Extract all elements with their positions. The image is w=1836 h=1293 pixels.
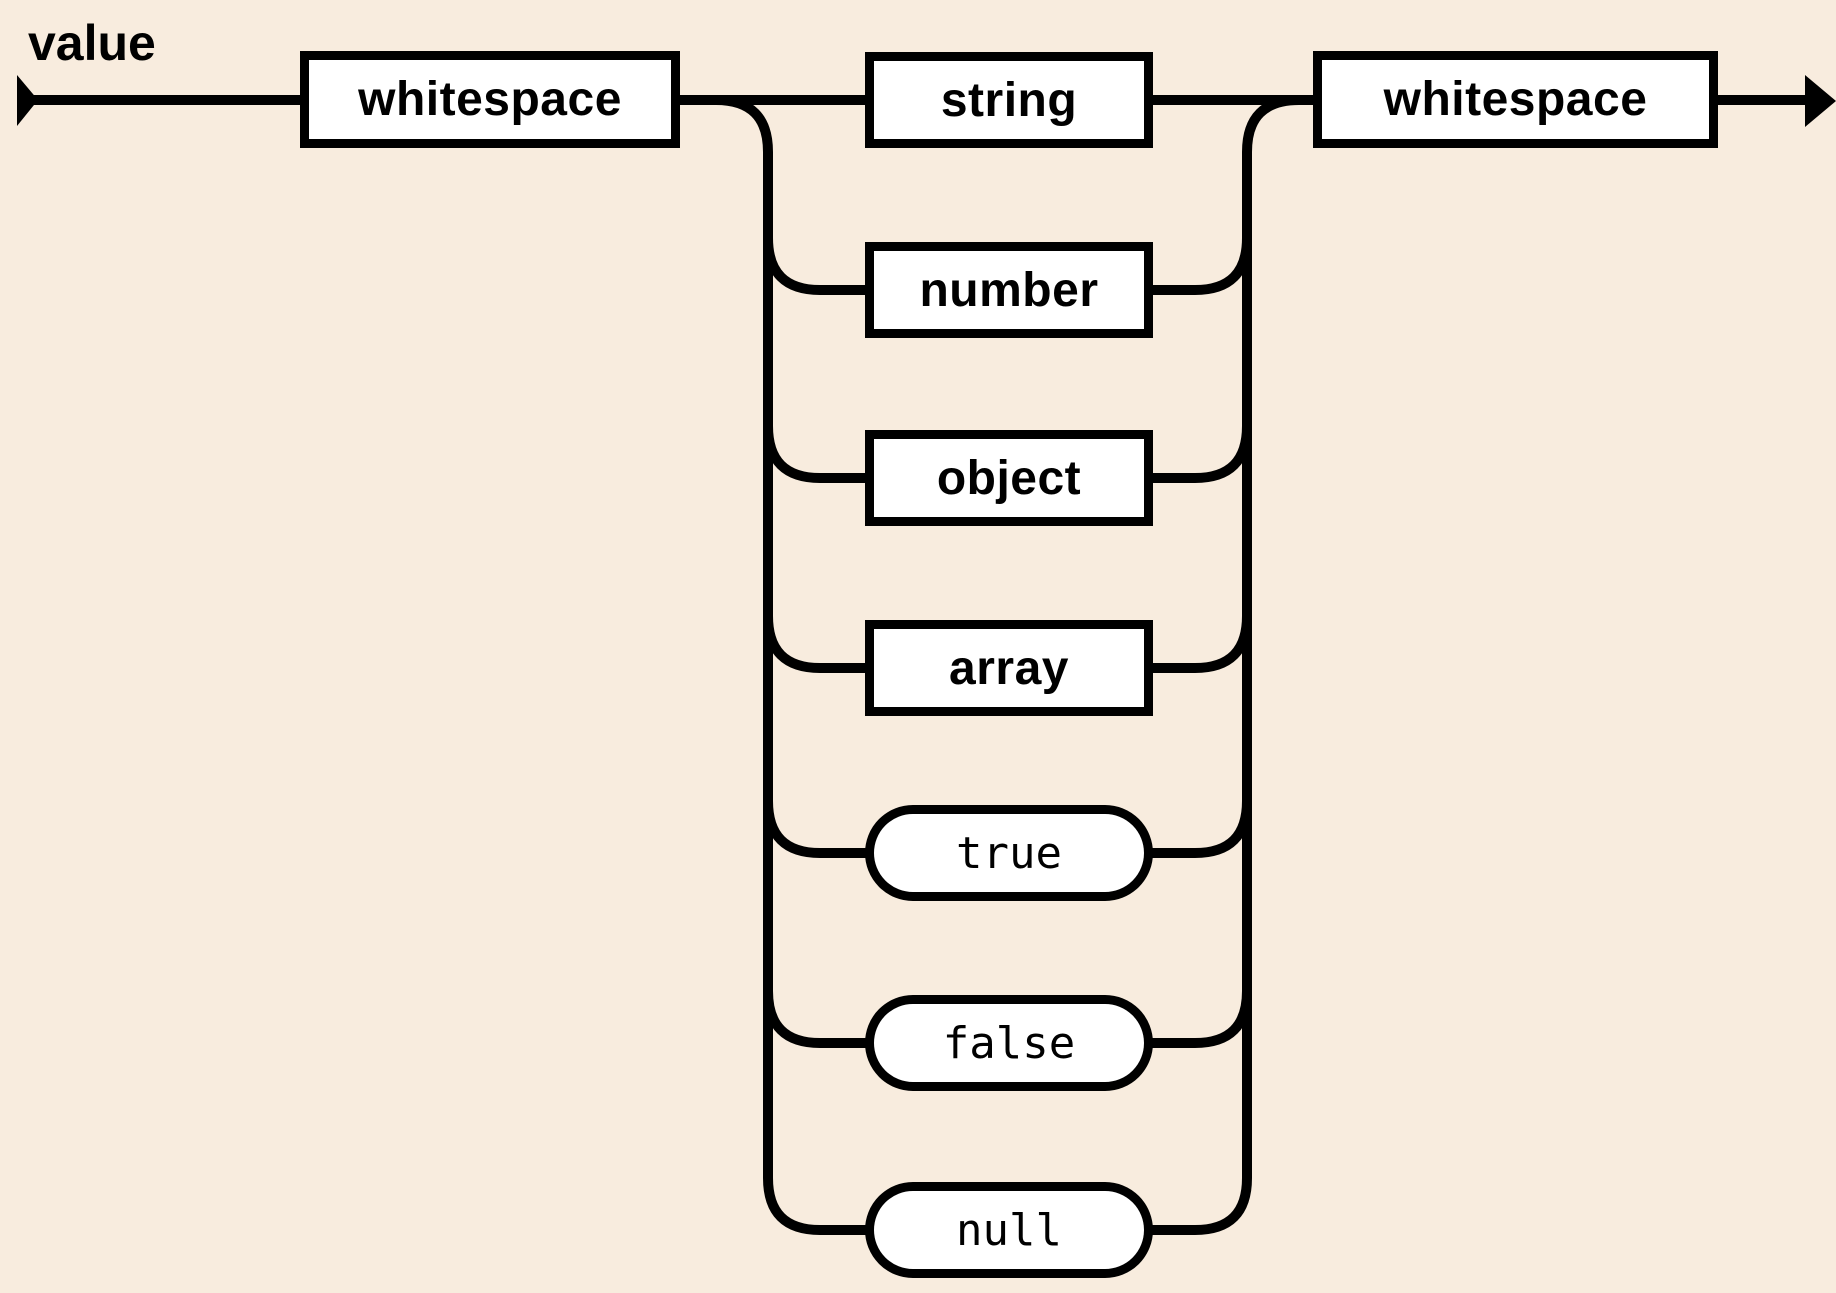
node-false: false [865,995,1153,1091]
node-whitespace-right: whitespace [1313,51,1718,148]
node-array-label: array [949,641,1069,695]
right-stub-array [1149,615,1252,673]
node-false-label: false [942,1017,1076,1069]
left-stub-array [763,615,869,673]
rule-name: value [28,15,156,71]
node-string: string [865,52,1153,148]
node-whitespace-left-label: whitespace [358,73,622,126]
node-number: number [865,242,1153,338]
node-string-label: string [940,73,1078,127]
node-array: array [865,620,1153,716]
node-object: object [865,430,1153,526]
node-number-label: number [919,263,1099,317]
left-stub-true [763,800,869,858]
node-object-label: object [936,451,1082,505]
right-rail [1149,95,1317,1235]
node-null: null [865,1182,1153,1278]
node-true-label: true [956,827,1062,879]
node-null-label: null [956,1204,1062,1256]
right-stub-false [1149,990,1252,1048]
node-whitespace-right-label: whitespace [1383,73,1648,126]
end-arrow-icon [1805,75,1836,127]
node-whitespace-left: whitespace [300,51,680,148]
right-stub-number [1149,237,1252,295]
start-arrow-icon [17,75,38,126]
left-stub-number [763,237,869,295]
left-stub-false [763,990,869,1048]
right-stub-true [1149,800,1252,858]
left-stub-object [763,425,869,483]
left-rail [715,95,869,1235]
right-stub-object [1149,425,1252,483]
node-true: true [865,805,1153,901]
